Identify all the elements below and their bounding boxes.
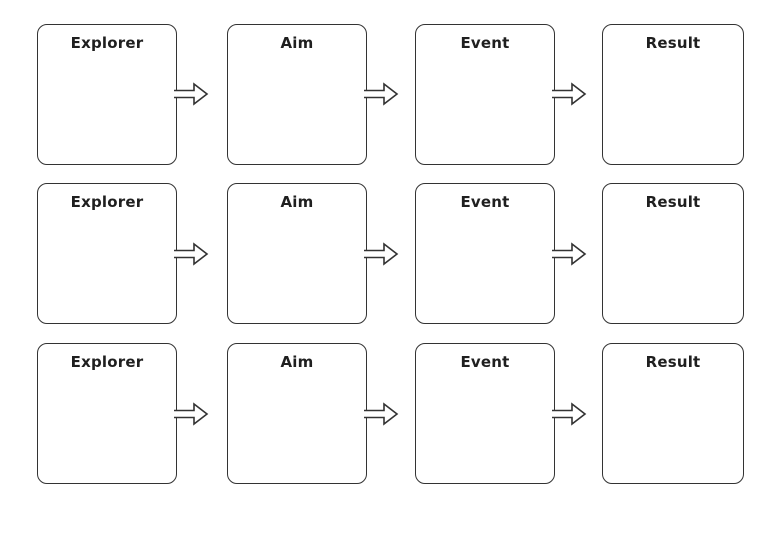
flow-box-aim: Aim (227, 343, 367, 484)
box-label: Result (645, 34, 701, 52)
flow-arrow-right-icon (364, 402, 399, 426)
box-label: Result (645, 353, 701, 371)
box-label: Result (645, 193, 701, 211)
box-label: Event (460, 193, 510, 211)
flow-box-event: Event (415, 343, 555, 484)
flow-box-aim: Aim (227, 24, 367, 165)
flow-arrow-right-icon (364, 242, 399, 266)
box-label: Aim (280, 34, 314, 52)
flow-box-event: Event (415, 183, 555, 324)
flow-box-result: Result (602, 183, 744, 324)
flow-arrow-right-icon (364, 82, 399, 106)
flow-arrow-right-icon (552, 242, 587, 266)
flow-arrow-right-icon (552, 402, 587, 426)
flow-box-aim: Aim (227, 183, 367, 324)
box-label: Explorer (70, 34, 144, 52)
flow-box-event: Event (415, 24, 555, 165)
box-label: Explorer (70, 353, 144, 371)
box-label: Aim (280, 353, 314, 371)
flow-arrow-right-icon (174, 82, 209, 106)
flow-arrow-right-icon (174, 242, 209, 266)
box-label: Event (460, 353, 510, 371)
flow-box-explorer: Explorer (37, 343, 177, 484)
flow-arrow-right-icon (552, 82, 587, 106)
flow-box-explorer: Explorer (37, 183, 177, 324)
flow-box-result: Result (602, 24, 744, 165)
box-label: Event (460, 34, 510, 52)
flow-arrow-right-icon (174, 402, 209, 426)
flow-box-explorer: Explorer (37, 24, 177, 165)
box-label: Explorer (70, 193, 144, 211)
box-label: Aim (280, 193, 314, 211)
flow-box-result: Result (602, 343, 744, 484)
